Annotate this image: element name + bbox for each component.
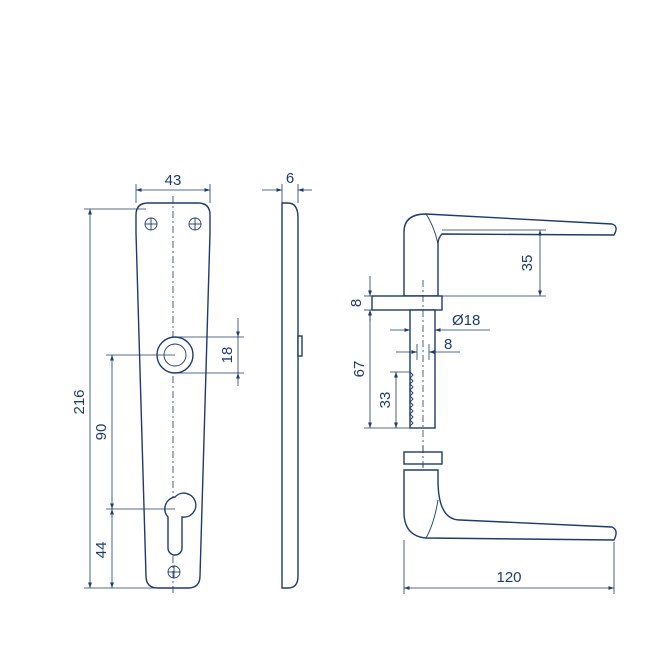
dim-label-216: 216 [71, 389, 88, 414]
dim-spindle-square: 8 [396, 336, 460, 360]
dim-plate-width: 43 [135, 172, 211, 203]
dim-label-8-rosette: 8 [348, 299, 365, 307]
dim-lever-height: 35 [442, 229, 546, 297]
top-left-screw [144, 217, 158, 231]
dim-lever-length: 120 [403, 540, 615, 594]
backplate-front-view [135, 196, 211, 596]
dim-hole-to-keyhole: 90 [93, 354, 175, 510]
rosette-top [371, 295, 443, 311]
bottom-lever-handle [403, 469, 617, 541]
lever-side-view [371, 213, 617, 541]
dim-label-44: 44 [93, 542, 110, 559]
dim-label-35: 35 [519, 255, 536, 272]
plate-side-outline [281, 202, 299, 589]
plate-side-tab [297, 335, 303, 357]
dim-keyhole-to-bottom: 44 [93, 509, 114, 588]
top-right-screw [188, 217, 202, 231]
top-lever-handle [403, 213, 617, 297]
spindle-knurl [409, 371, 414, 427]
dim-label-43: 43 [165, 172, 182, 189]
dim-spindle-diameter: Ø18 [390, 312, 490, 332]
dim-label-18: 18 [219, 347, 236, 364]
dim-plate-thickness: 6 [262, 170, 312, 203]
dim-label-67: 67 [351, 361, 368, 378]
dim-label-d18: Ø18 [452, 312, 480, 329]
dim-spindle-length: 67 [351, 310, 410, 429]
dim-label-8-spindle: 8 [444, 336, 452, 353]
dim-label-120: 120 [496, 569, 521, 586]
dim-label-90: 90 [93, 424, 110, 441]
dim-label-6: 6 [286, 170, 294, 187]
dim-plate-height: 216 [71, 208, 158, 589]
bottom-screw [167, 565, 181, 579]
spindle [409, 309, 436, 429]
dim-spindle-knurl: 33 [377, 371, 410, 428]
dim-label-33: 33 [377, 392, 394, 409]
dim-handle-hole-diameter: 18 [175, 318, 244, 386]
backplate-side-view [281, 202, 303, 589]
